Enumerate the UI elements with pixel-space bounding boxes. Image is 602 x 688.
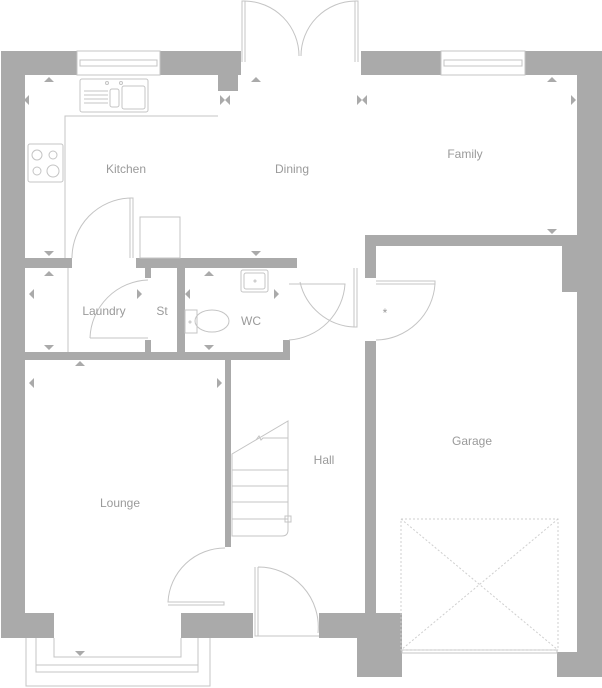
family-window — [440, 50, 526, 76]
hall-door — [299, 268, 358, 328]
wall — [365, 235, 577, 246]
garage-note-asterisk: * — [383, 306, 388, 320]
windows — [25, 50, 526, 687]
fridge-space — [139, 216, 181, 259]
wall — [577, 51, 602, 677]
wall — [25, 258, 72, 268]
bay-window — [25, 638, 211, 687]
sink-icon — [79, 78, 149, 113]
french-door-left — [241, 0, 300, 62]
wall — [218, 75, 238, 91]
room-labels: Kitchen Dining Family Laundry St WC Hall… — [82, 147, 492, 510]
laundry-door — [71, 197, 134, 259]
label-kitchen: Kitchen — [106, 162, 146, 176]
wall — [181, 613, 253, 638]
label-hall: Hall — [314, 453, 335, 467]
wall — [283, 340, 290, 360]
wall — [225, 360, 231, 547]
kitchen-window-pane — [79, 59, 158, 67]
wall — [557, 652, 602, 677]
front-door — [254, 566, 319, 637]
walls — [1, 51, 602, 677]
garage-internal-door — [375, 280, 436, 341]
wall — [177, 268, 185, 352]
fixtures — [27, 78, 559, 651]
basin-icon — [240, 269, 269, 293]
label-dining: Dining — [275, 162, 309, 176]
kitchen-counter — [64, 115, 218, 258]
wall — [1, 613, 54, 638]
label-garage: Garage — [452, 434, 492, 448]
staircase — [231, 420, 292, 537]
label-family: Family — [447, 147, 482, 161]
lounge-door — [167, 547, 226, 606]
toilet-icon — [184, 309, 230, 334]
wall — [145, 340, 151, 352]
store-door — [89, 279, 149, 339]
marker-icons — [29, 229, 557, 350]
wall — [1, 51, 25, 638]
family-window-pane — [443, 59, 523, 67]
garage-door-opener-zone — [400, 518, 559, 651]
label-store: St — [156, 304, 168, 318]
kitchen-window — [76, 50, 161, 76]
french-door-right — [300, 0, 359, 62]
wall — [361, 51, 441, 75]
hob-icon — [27, 143, 64, 183]
wall — [562, 235, 577, 292]
label-lounge: Lounge — [100, 496, 140, 510]
wall — [365, 235, 376, 278]
bay-floor-line — [53, 638, 182, 658]
label-wc: WC — [241, 314, 261, 328]
wall — [357, 613, 402, 677]
wall — [160, 51, 241, 75]
wall — [145, 268, 151, 278]
doors — [71, 0, 558, 654]
wall — [136, 258, 297, 268]
label-laundry: Laundry — [82, 304, 125, 318]
wall — [25, 352, 290, 360]
wall — [365, 341, 376, 613]
